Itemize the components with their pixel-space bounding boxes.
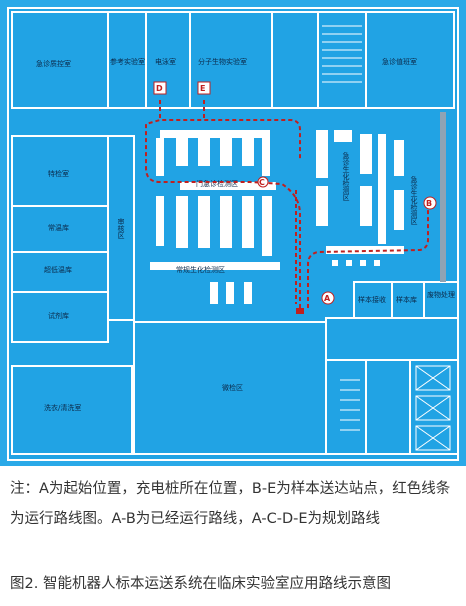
station-D: D bbox=[153, 81, 167, 95]
room-label: 废物处理 bbox=[427, 291, 455, 299]
station-E-label: E bbox=[200, 84, 205, 93]
room-label: 特检室 bbox=[48, 169, 69, 178]
room-label: 样本接收 bbox=[358, 295, 386, 304]
room-label: 参考实验室 bbox=[110, 57, 145, 66]
station-B: B bbox=[423, 196, 437, 210]
station-D-label: D bbox=[156, 84, 163, 93]
building-outline bbox=[7, 7, 459, 461]
room-label: 常温库 bbox=[48, 223, 69, 232]
robot-marker bbox=[296, 308, 304, 314]
planned-route bbox=[145, 100, 301, 308]
room-label: 样本库 bbox=[396, 295, 417, 304]
room-label: 电泳室 bbox=[155, 57, 176, 66]
station-E: E bbox=[197, 81, 211, 95]
room-label-vertical: 急诊生化检测区 bbox=[410, 175, 418, 225]
room-label: 洗衣/清洗室 bbox=[44, 403, 81, 412]
room-label: 试剂库 bbox=[48, 311, 69, 320]
room-label: 分子生物实验室 bbox=[198, 57, 247, 66]
executed-route bbox=[295, 190, 429, 308]
station-C-label: C bbox=[259, 178, 265, 187]
room-label: 急诊质控室 bbox=[36, 59, 71, 68]
station-B-label: B bbox=[426, 199, 432, 208]
room-label-vertical: 审核区 bbox=[117, 217, 125, 239]
room-label: 常规生化检测区 bbox=[176, 265, 225, 274]
room-label-vertical: 急诊生化检测区 bbox=[342, 151, 350, 201]
room-label: 微检区 bbox=[222, 383, 243, 392]
room-label: 急诊值班室 bbox=[382, 57, 417, 66]
room-label: 超低温库 bbox=[44, 265, 72, 274]
room-label: 门急诊检测区 bbox=[196, 179, 238, 188]
floor-plan: 急诊质控室 参考实验室 电泳室 分子生物实验室 急诊值班室 特检室 常温库 超低… bbox=[0, 0, 466, 466]
station-A-label: A bbox=[324, 294, 331, 303]
waste-room-label-box: 废物处理 bbox=[427, 291, 455, 299]
station-C: C bbox=[257, 176, 269, 188]
figure-caption: 图2. 智能机器人标本运送系统在临床实验室应用路线示意图 bbox=[10, 576, 391, 592]
legend-note: 注：A为起始位置，充电桩所在位置，B-E为样本送达站点，红色线条为运行路线图。A… bbox=[10, 481, 451, 527]
station-A: A bbox=[321, 291, 335, 305]
